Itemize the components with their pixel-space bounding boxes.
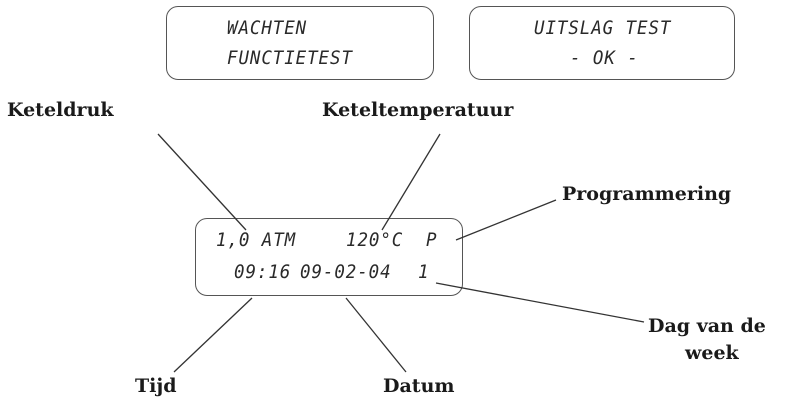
- temperature-reading: 120°C: [346, 229, 404, 251]
- leader-programming: [455, 199, 557, 241]
- lcd-main-display: 1,0 ATM 120°C P 09:16 09-02-04 1: [195, 218, 463, 296]
- lcd-result-screen: UITSLAG TEST - OK -: [469, 6, 735, 80]
- date-reading: 09-02-04: [300, 261, 392, 283]
- leader-date: [345, 297, 407, 373]
- label-datum: Datum: [383, 375, 455, 397]
- waiting-line-1: WACHTEN: [227, 17, 308, 39]
- label-week: week: [685, 342, 739, 364]
- result-line-2: - OK -: [570, 47, 639, 69]
- leader-weekday: [435, 282, 645, 323]
- label-programmering: Programmering: [562, 183, 732, 205]
- weekday-reading: 1: [418, 261, 430, 283]
- leader-time: [173, 297, 253, 373]
- program-flag: P: [426, 229, 438, 251]
- result-line-1: UITSLAG TEST: [534, 17, 672, 39]
- time-reading: 09:16: [234, 261, 292, 283]
- label-keteldruk: Keteldruk: [7, 99, 114, 121]
- leader-temperature: [381, 133, 441, 231]
- leader-pressure: [157, 133, 247, 231]
- label-dag-van-de: Dag van de: [648, 315, 766, 337]
- label-keteltemperatuur: Keteltemperatuur: [322, 99, 514, 121]
- lcd-waiting-screen: WACHTEN FUNCTIETEST: [166, 6, 434, 80]
- label-tijd: Tijd: [135, 375, 177, 397]
- pressure-reading: 1,0 ATM: [216, 229, 297, 251]
- waiting-line-2: FUNCTIETEST: [227, 47, 353, 69]
